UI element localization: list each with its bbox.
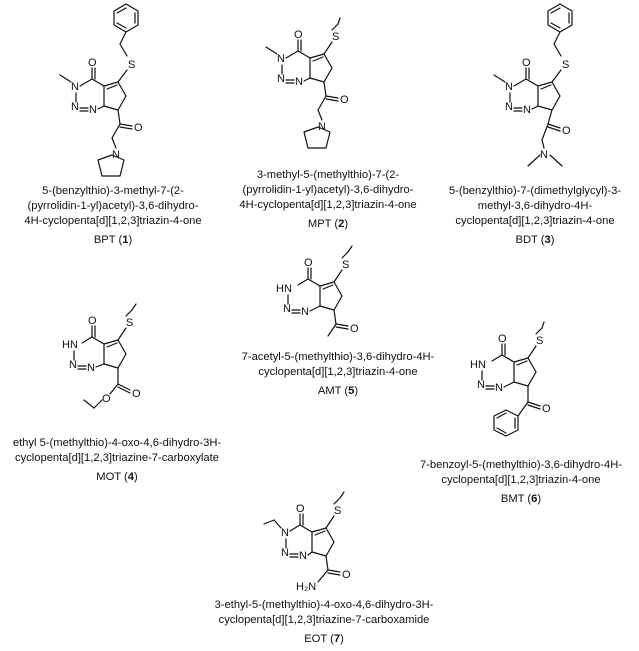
structure-eot: S O N N N O H₂N — [263, 490, 404, 600]
atom-s: S — [342, 259, 349, 271]
atom-n: N — [71, 101, 79, 113]
atom-s: S — [332, 31, 339, 43]
atom-n: N — [69, 359, 77, 371]
atom-o: O — [340, 94, 349, 106]
atom-o: O — [88, 57, 97, 69]
atom-o: O — [562, 125, 571, 137]
structure-mot: S O HN N N O O — [50, 260, 190, 410]
atom-n: N — [281, 527, 289, 539]
atom-o: O — [296, 503, 305, 515]
caption-eot: 3-ethyl-5-(methylthio)-4-oxo-4,6-dihydro… — [214, 599, 434, 645]
caption-mpt: 3-methyl-5-(methylthio)-7-(2- (pyrrolidi… — [239, 169, 417, 230]
atom-hn: HN — [276, 283, 292, 295]
structure-bmt: S O HN N N O — [470, 320, 620, 480]
atom-o: O — [342, 569, 351, 581]
atom-o: O — [304, 257, 313, 269]
structure-bpt: S O N N N O N — [40, 0, 190, 180]
structure-mpt: S O N N N O N — [260, 12, 400, 162]
atom-n: N — [505, 81, 513, 93]
atom-o: O — [350, 323, 359, 335]
atom-n: N — [301, 306, 309, 318]
atom-n: N — [299, 550, 307, 562]
atom-n: N — [495, 382, 503, 394]
atom-s: S — [128, 59, 135, 71]
atom-n: N — [89, 104, 97, 116]
atom-n: N — [277, 73, 285, 85]
atom-o: O — [498, 333, 507, 345]
atom-n: N — [477, 379, 485, 391]
atom-n: N — [540, 149, 548, 161]
atom-o: O — [542, 403, 551, 415]
atom-s: S — [536, 335, 543, 347]
atom-n: N — [295, 76, 303, 88]
atom-s: S — [562, 59, 569, 71]
atom-hn: HN — [62, 339, 78, 351]
atom-s: S — [126, 317, 133, 329]
atom-n: N — [112, 149, 120, 161]
atom-o: O — [88, 315, 97, 327]
atom-n: N — [281, 547, 289, 559]
atom-s: S — [334, 505, 341, 517]
atom-n: N — [283, 303, 291, 315]
atom-n: N — [505, 101, 513, 113]
structure-amt: S O HN N N O — [262, 240, 402, 370]
caption-amt: 7-acetyl-5-(methylthio)-3,6-dihydro-4H- … — [241, 351, 435, 397]
atom-o: O — [132, 388, 141, 400]
atom-n: N — [523, 104, 531, 116]
atom-n: N — [71, 81, 79, 93]
structure-bdt: S O N N N O N — [493, 0, 639, 180]
atom-o: O — [102, 393, 111, 405]
atom-n: N — [277, 53, 285, 65]
atom-h2n: H₂N — [296, 581, 316, 593]
caption-bmt: 7-benzoyl-5-(methylthio)-3,6-dihydro-4H-… — [419, 459, 623, 505]
caption-mot: ethyl 5-(methylthio)-4-oxo-4,6-dihydro-3… — [12, 437, 222, 483]
atom-hn: HN — [470, 359, 486, 371]
atom-n: N — [318, 121, 326, 133]
atom-o: O — [522, 57, 531, 69]
caption-bpt: 5-(benzylthio)-3-methyl-7-(2- (pyrrolidi… — [24, 185, 202, 246]
caption-bdt: 5-(benzylthio)-7-(dimethylglycyl)-3- met… — [448, 185, 622, 246]
atom-n: N — [87, 362, 95, 374]
atom-o: O — [134, 122, 143, 134]
atom-o: O — [294, 29, 303, 41]
